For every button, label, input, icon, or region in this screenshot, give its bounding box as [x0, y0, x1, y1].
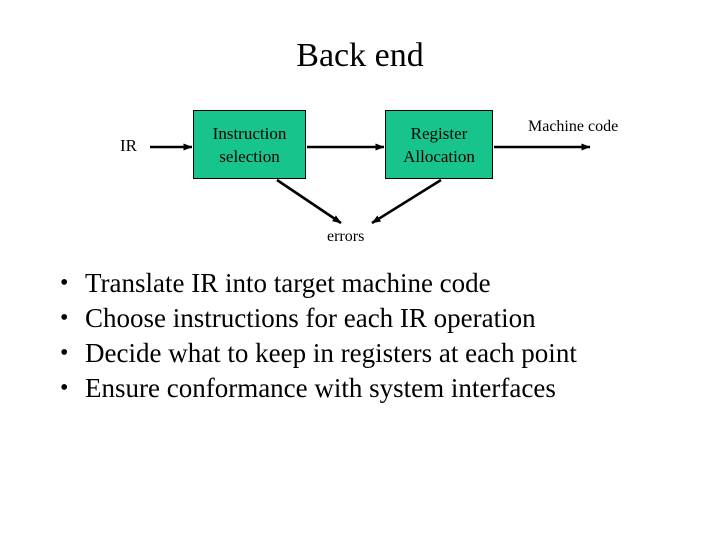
bullet-list: Translate IR into target machine code Ch…: [52, 266, 692, 406]
box-label-line-1: Instruction: [212, 123, 287, 143]
diagram-arrows: [150, 143, 591, 225]
diagram-box-instruction-selection: Instruction selection: [193, 110, 306, 179]
box-label-line-1: Register: [410, 123, 468, 143]
list-item: Translate IR into target machine code: [52, 266, 692, 301]
list-item: Ensure conformance with system interface…: [52, 371, 692, 406]
back-end-pipeline-diagram: IR Instruction selection Register Alloca…: [120, 110, 619, 245]
diagram-label-machine-code: Machine code: [528, 118, 619, 135]
arrow-instruction-selection-to-errors: [276, 178, 342, 225]
box-label-line-2: selection: [219, 146, 280, 166]
box-label-line-2: Allocation: [403, 146, 475, 166]
list-item: Decide what to keep in registers at each…: [52, 336, 692, 371]
diagram-label-errors: errors: [327, 228, 365, 245]
diagram-label-ir: IR: [120, 136, 137, 155]
diagram-box-register-allocation: Register Allocation: [385, 110, 493, 179]
list-item: Choose instructions for each IR operatio…: [52, 301, 692, 336]
arrow-register-allocation-to-errors: [371, 178, 442, 225]
page-title: Back end: [296, 37, 424, 74]
